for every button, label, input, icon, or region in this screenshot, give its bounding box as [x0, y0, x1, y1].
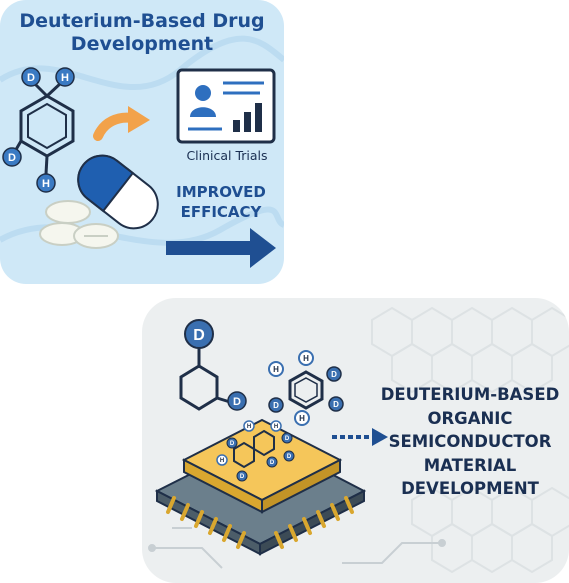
big-d-label: D: [193, 327, 205, 344]
deuterated-molecule-icon: [179, 319, 247, 411]
hexagon-pattern: [371, 306, 569, 574]
chip-label: H: [274, 424, 278, 430]
clinical-trials-label: Clinical Trials: [186, 148, 268, 163]
right-arrow-icon: [166, 228, 276, 268]
ring-label: H: [303, 354, 309, 363]
semiconductor-title: DEUTERIUM-BASED ORGANIC SEMICONDUCTOR MA…: [375, 383, 565, 501]
drug-title-line2: Development: [70, 33, 214, 55]
semiconductor-card-graphics: D D H H D D H D: [148, 306, 569, 574]
molecule-label: H: [42, 178, 50, 190]
molecule-label: D: [27, 72, 35, 84]
chip-label: H: [220, 458, 224, 464]
drug-card-graphics: D H D H: [0, 35, 284, 268]
tablets-icon: [39, 200, 119, 249]
ring-label: H: [273, 365, 279, 374]
drug-development-card: D H D H: [0, 0, 284, 284]
ring-label: H: [299, 414, 305, 423]
chip-icon: [154, 418, 367, 556]
chip-label: H: [247, 424, 251, 430]
efficacy-line2: EFFICACY: [180, 203, 262, 221]
deuterated-benzene-icon: [268, 350, 344, 426]
chip-label: D: [230, 441, 235, 447]
chip-label: D: [285, 436, 290, 442]
semiconductor-card: D D H H D D H D: [142, 298, 569, 583]
chip-label: D: [287, 454, 292, 460]
chip-label: D: [240, 474, 245, 480]
ring-label: D: [333, 400, 339, 409]
semi-title-line1: DEUTERIUM-BASED: [380, 385, 560, 404]
ring-label: D: [273, 401, 279, 410]
curved-arrow-icon: [93, 106, 150, 141]
molecule-label: H: [61, 72, 69, 84]
improved-efficacy-label: IMPROVED EFFICACY: [171, 182, 271, 222]
semi-title-line4: MATERIAL: [423, 455, 517, 475]
dashed-arrow-icon: [332, 428, 388, 446]
small-d-label: D: [233, 396, 241, 408]
clinical-report-icon: [176, 68, 276, 144]
molecule-icon: [2, 67, 75, 193]
semi-title-line5: DEVELOPMENT: [401, 479, 539, 498]
drug-title-line1: Deuterium-Based Drug: [19, 10, 265, 32]
ring-label: D: [331, 370, 337, 379]
capsule-icon: [77, 154, 159, 230]
circuit-traces: [148, 527, 446, 569]
chip-label: D: [270, 460, 275, 466]
semi-title-line3: SEMICONDUCTOR: [388, 432, 552, 451]
molecule-label: D: [8, 152, 16, 164]
semi-title-line2: ORGANIC: [427, 408, 513, 428]
efficacy-line1: IMPROVED: [176, 183, 266, 201]
